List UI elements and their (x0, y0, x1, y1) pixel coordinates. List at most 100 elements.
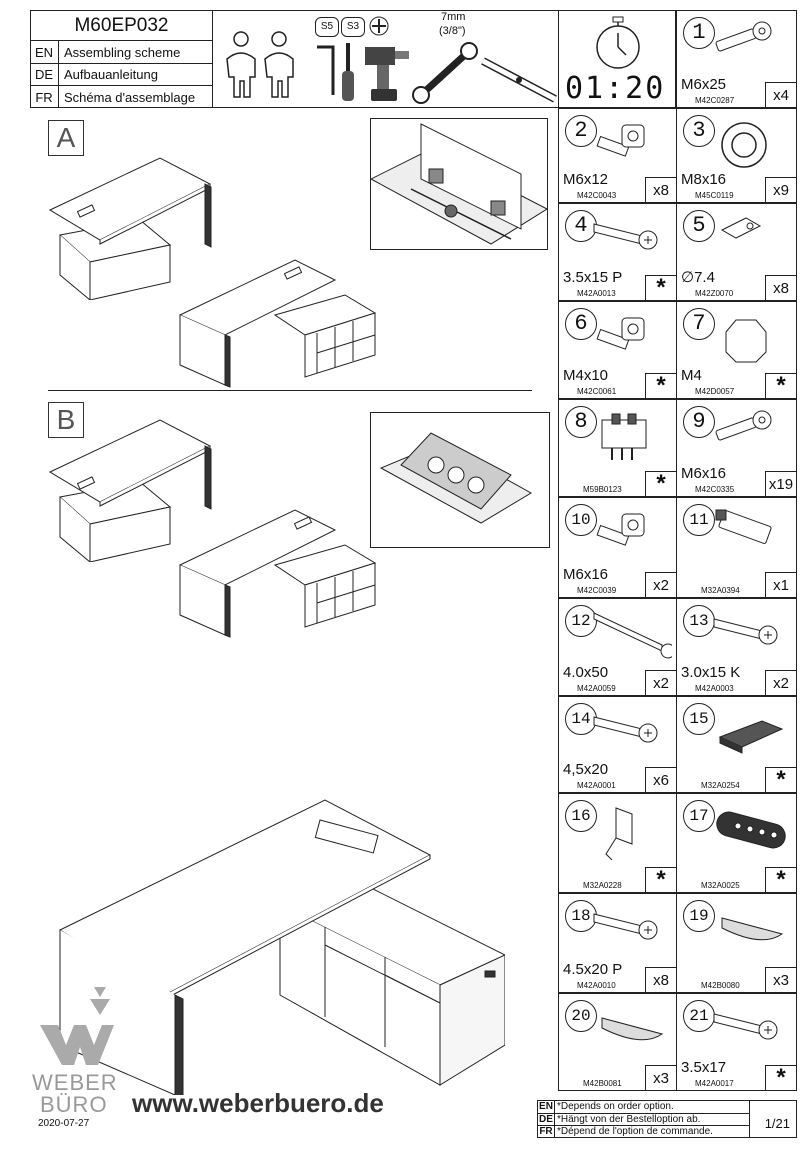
part-number: 2 (565, 115, 597, 147)
part-number: 9 (683, 406, 715, 438)
phillips-bit-icon (369, 16, 389, 36)
capnut-hardware-icon (725, 319, 767, 363)
tools-block: S5 S3 7mm (3/8") (212, 10, 559, 108)
part-quantity: x9 (765, 177, 796, 202)
part-number: 20 (565, 1000, 597, 1032)
stopwatch-icon (596, 16, 640, 69)
part-quantity: x8 (645, 967, 676, 992)
screw-hardware-icon (593, 716, 658, 743)
document-date: 2020-07-27 (38, 1118, 90, 1129)
part-article-code: M32A0254 (701, 781, 740, 790)
part-number: 11 (683, 504, 715, 536)
allen-key-icon (317, 45, 335, 95)
page-number-box: 1/21 (749, 1100, 797, 1138)
desk-illustration-b-assembled (178, 509, 377, 638)
part-quantity: x4 (765, 82, 796, 107)
endcap-hardware-icon (721, 917, 784, 941)
language-title: Aufbauanleitung (64, 67, 158, 82)
capscrew-hardware-icon (596, 317, 645, 350)
section-divider (48, 390, 532, 391)
longscrew-hardware-icon (593, 612, 672, 659)
part-article-code: M32A0394 (701, 586, 740, 595)
language-title: Assembling scheme (64, 44, 181, 60)
part-number: 21 (683, 1000, 715, 1032)
endcap-hardware-icon (601, 1017, 664, 1041)
part-number: 5 (683, 210, 715, 242)
part-article-code: M42C0061 (577, 387, 617, 396)
connector-hardware-icon (601, 413, 647, 460)
part-spec: 4,5x20 (563, 761, 609, 778)
part-number: 8 (565, 406, 597, 438)
part-spec: 3.5x17 (681, 1059, 727, 1076)
screw-hardware-icon (713, 618, 778, 645)
two-persons-icon (226, 31, 294, 98)
part-spec: 4.0x50 (563, 664, 609, 681)
part-article-code: M42C0039 (577, 586, 617, 595)
tool-s5-label: S5 (315, 17, 339, 37)
bracket-hardware-icon (605, 807, 633, 860)
language-code: DE (30, 63, 59, 86)
part-quantity: x2 (645, 572, 676, 597)
part-quantity: x3 (645, 1065, 676, 1090)
part-spec: M6x16 (681, 465, 727, 482)
part-spec: 3.0x15 K (681, 664, 741, 681)
part-spec: M8x16 (681, 171, 727, 188)
desk-illustration-a-exploded (48, 157, 212, 300)
part-spec: M6x25 (681, 76, 727, 93)
part-quantity: * (765, 866, 796, 893)
nut-hardware-icon (721, 122, 767, 168)
part-quantity: x1 (765, 572, 796, 597)
part-article-code: M42A0010 (577, 981, 616, 990)
wrench-size-inch-label: (3/8") (439, 25, 466, 37)
part-quantity: x19 (765, 471, 796, 496)
part-quantity: * (645, 274, 676, 301)
website-url[interactable]: www.weberbuero.de (132, 1088, 384, 1118)
capscrew-hardware-icon (596, 124, 645, 157)
part-spec: M6x12 (563, 171, 609, 188)
part-article-code: M42C0287 (695, 96, 735, 105)
part-article-code: M42D0057 (695, 387, 735, 396)
assembly-time: 01:20 (565, 71, 666, 106)
variant-a-label: A (48, 120, 84, 156)
footnote-language-code: FR (538, 1126, 555, 1138)
variant-b-label: B (48, 402, 84, 438)
footnote-table: EN*Depends on order option.DE*Hängt von … (537, 1100, 750, 1138)
part-number: 12 (565, 605, 597, 637)
part-number: 19 (683, 900, 715, 932)
part-quantity: x6 (645, 767, 676, 792)
part-number: 3 (683, 115, 715, 147)
pad-hardware-icon (718, 720, 784, 754)
footnote-text: *Dépend de l'option de commande. (557, 1126, 713, 1137)
part-quantity: * (765, 372, 796, 399)
part-number: 1 (683, 17, 715, 49)
part-number: 15 (683, 703, 715, 735)
part-article-code: M59B0123 (583, 485, 622, 494)
part-quantity: * (645, 470, 676, 497)
desk-illustration-main (58, 799, 505, 1095)
footnote-text: *Depends on order option. (557, 1101, 674, 1112)
screw-hardware-icon (593, 223, 658, 250)
part-quantity: x8 (645, 177, 676, 202)
language-row-de: DE Aufbauanleitung (30, 62, 212, 86)
part-quantity: * (765, 766, 796, 793)
part-quantity: x8 (765, 275, 796, 300)
part-quantity: x2 (765, 670, 796, 695)
bolt-hardware-icon (715, 410, 772, 441)
footnote-row-de: DE*Hängt von der Bestelloption ab. (538, 1112, 749, 1126)
screwdriver-icon (342, 43, 354, 101)
part-number: 13 (683, 605, 715, 637)
language-title: Schéma d'assemblage (64, 89, 196, 105)
